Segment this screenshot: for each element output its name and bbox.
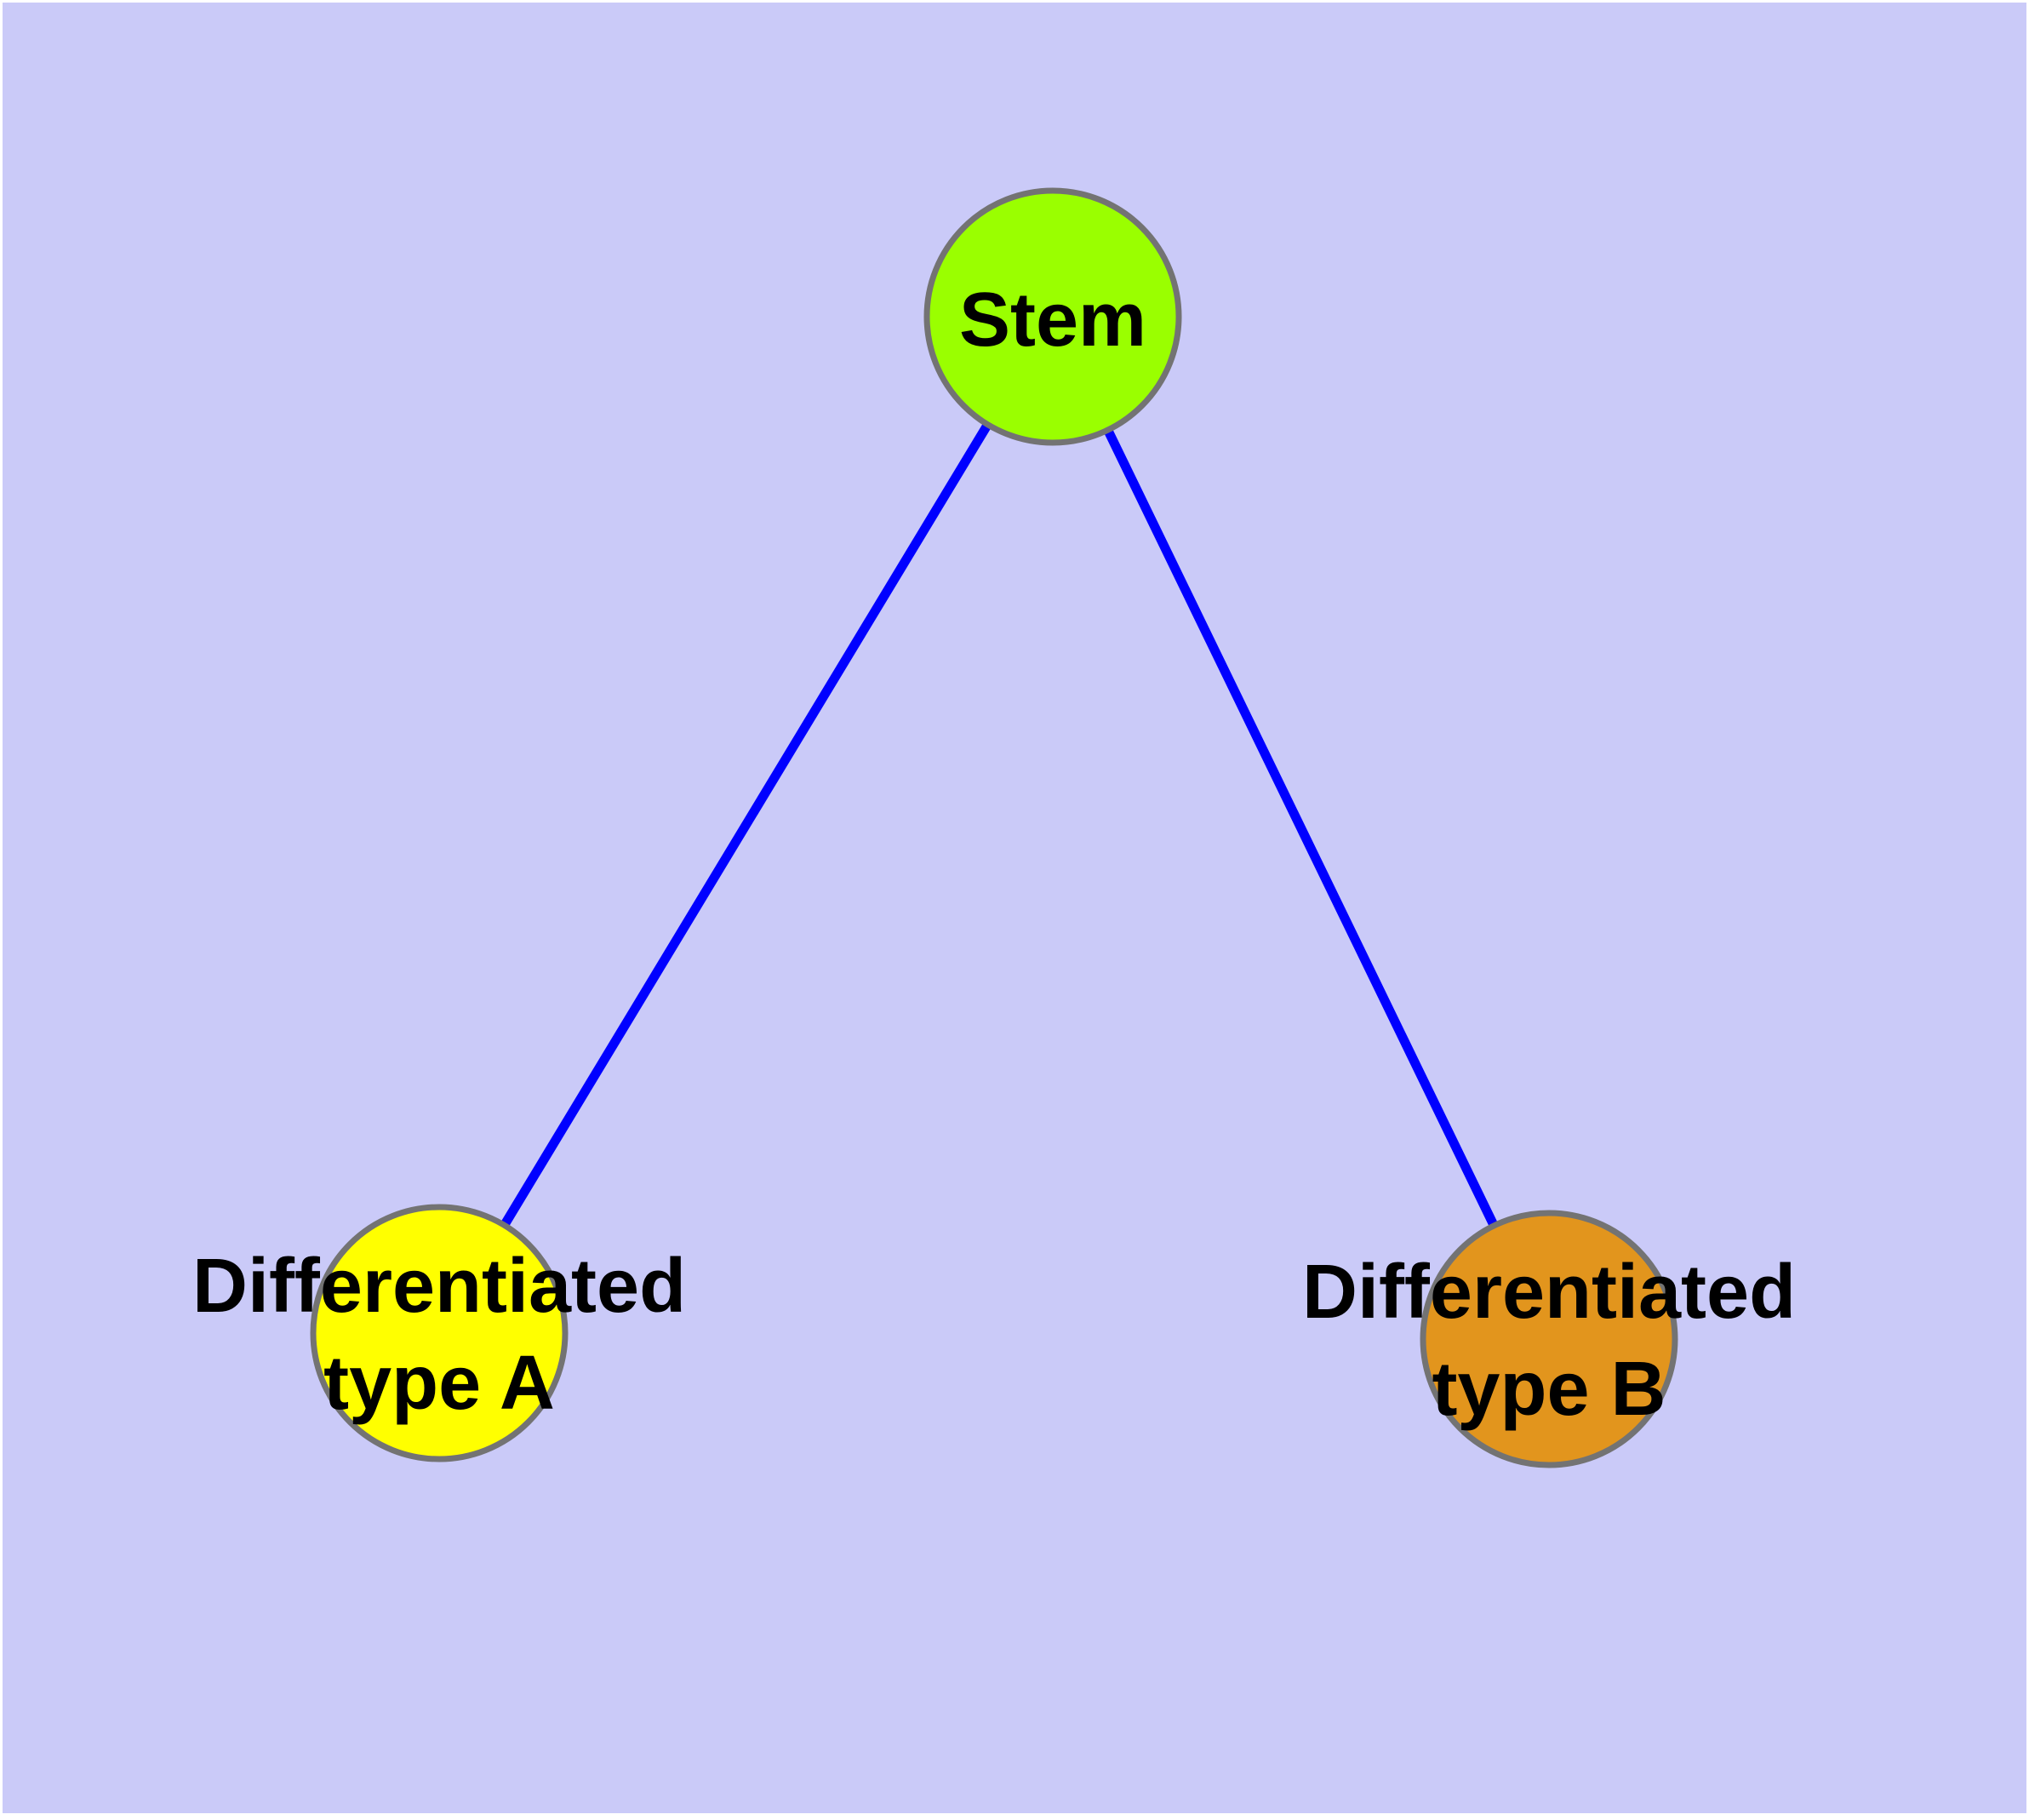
typeA-node-circle	[310, 1204, 569, 1462]
typeB-label-line1: Differentiated	[1301, 1250, 1797, 1335]
typeB-node-label: Differentiated type B	[1302, 1244, 1796, 1438]
typeA-node-label: Differentiated type A	[192, 1238, 686, 1432]
typeA-label-line1: Differentiated	[191, 1244, 687, 1329]
typeB-node-circle	[1420, 1210, 1678, 1468]
stem-node-circle	[923, 187, 1182, 446]
typeB-label-line2: type B	[1432, 1347, 1666, 1432]
stem-node-label: Stem	[958, 278, 1147, 363]
edge-stem-to-typeB	[1049, 314, 1553, 1342]
edge-stem-to-typeA	[435, 314, 1057, 1336]
typeA-label-line2: type A	[323, 1341, 555, 1426]
